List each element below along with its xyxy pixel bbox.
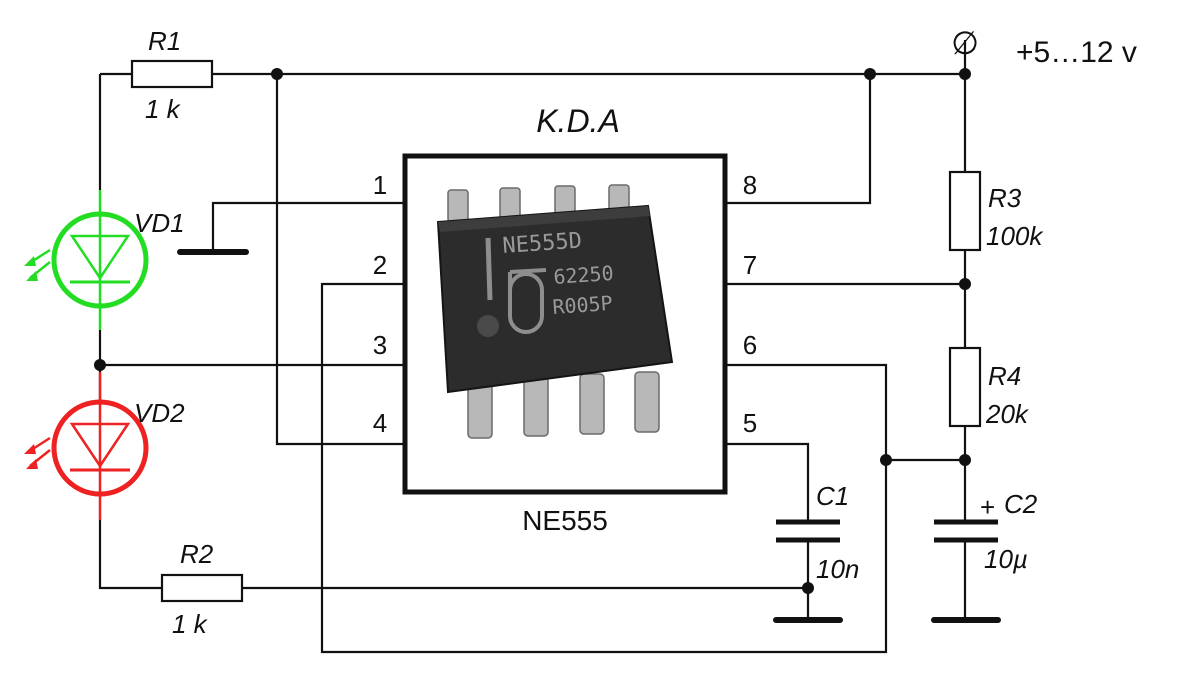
- wire-left-bottom: [98, 520, 162, 590]
- resistor-r3: R3 100k: [948, 170, 1044, 252]
- chip-lead: [523, 375, 549, 437]
- chip-lead: [579, 373, 605, 435]
- pin-7-label: 7: [743, 250, 757, 280]
- led-vd1-ray-2-arrow: [26, 271, 38, 281]
- led-vd2-body: [51, 399, 149, 497]
- wire-pin8: [725, 74, 872, 205]
- resistor-r2-name: R2: [180, 539, 214, 569]
- capacitor-c1: C1 10n: [776, 481, 859, 584]
- junction-dot: [880, 454, 892, 466]
- page-title: K.D.A: [536, 103, 620, 139]
- led-vd2-triangle: [69, 422, 131, 469]
- resistor-r1: R1 1 k: [130, 26, 214, 124]
- ic-label: NE555: [522, 505, 608, 536]
- resistor-r4-name: R4: [988, 361, 1021, 391]
- led-vd2: VD2: [24, 372, 185, 520]
- resistor-r4-value: 20k: [985, 399, 1030, 429]
- led-vd1-ray-1-arrow: [24, 256, 36, 266]
- resistor-r1-body: [130, 59, 214, 89]
- led-vd2-name: VD2: [134, 398, 185, 428]
- capacitor-c2-name: C2: [1004, 489, 1038, 519]
- junction-dot: [959, 278, 971, 290]
- supply-terminal: ∅ +5…12 v: [951, 25, 1137, 69]
- resistor-r3-name: R3: [988, 183, 1022, 213]
- chip-marking-3: R005P: [552, 291, 614, 319]
- junction-dot: [802, 582, 814, 594]
- resistor-r4: R4 20k: [948, 346, 1030, 429]
- wire-pin6: [725, 363, 888, 460]
- wire-pin4: [275, 74, 405, 446]
- wire-pin2: [320, 282, 888, 654]
- pin-2-label: 2: [373, 250, 387, 280]
- capacitor-c1-name: C1: [816, 481, 849, 511]
- junction-dot: [959, 68, 971, 80]
- resistor-r4-body: [948, 346, 982, 428]
- chip-body-edge: [438, 206, 650, 232]
- resistor-r3-body: [948, 170, 982, 252]
- chip-marking-bar: [485, 237, 493, 301]
- resistor-r3-value: 100k: [986, 221, 1044, 251]
- chip-pin1-dimple: [477, 315, 499, 337]
- resistor-r2: R2 1 k: [160, 539, 244, 639]
- pin-5-label: 5: [743, 408, 757, 438]
- wire-pin1: [211, 201, 405, 252]
- pin-6-label: 6: [743, 330, 757, 360]
- chip-body: [436, 204, 674, 394]
- chip-marking-2: 62250: [553, 261, 615, 289]
- pin-8-label: 8: [743, 170, 757, 200]
- pin-3-label: 3: [373, 330, 387, 360]
- junction-dot: [94, 359, 106, 371]
- led-vd1: VD1: [24, 190, 185, 330]
- resistor-r1-value: 1 k: [145, 94, 182, 124]
- pin-4-label: 4: [373, 408, 387, 438]
- led-vd2-ray-2-arrow: [26, 459, 38, 469]
- capacitor-c2: + C2 10µ: [934, 489, 1038, 574]
- chip-logo: [508, 268, 547, 334]
- junction-dot: [959, 454, 971, 466]
- wires: [98, 40, 967, 654]
- chip-marking-1: NE555D: [502, 229, 583, 259]
- supply-voltage-label: +5…12 v: [1016, 36, 1137, 69]
- wire-pin5: [725, 442, 810, 522]
- resistor-r1-name: R1: [148, 26, 181, 56]
- supply-symbol: ∅: [951, 25, 979, 61]
- led-vd2-ray-1-arrow: [24, 444, 36, 454]
- junction-dot: [864, 68, 876, 80]
- chip-lead: [447, 189, 469, 223]
- capacitor-c1-value: 10n: [816, 554, 859, 584]
- led-vd1-name: VD1: [134, 208, 185, 238]
- ic-ne555: NE555D 62250 R005P 1 2 3 4 5 6 7 8 NE555: [373, 153, 757, 536]
- junction-dot: [271, 68, 283, 80]
- pin-1-label: 1: [373, 170, 387, 200]
- led-vd1-triangle: [69, 234, 131, 281]
- resistor-r2-body: [160, 573, 244, 603]
- junctions: [94, 68, 971, 594]
- capacitor-c2-polarity: +: [980, 492, 995, 522]
- chip-lead: [634, 371, 660, 433]
- capacitor-c2-value: 10µ: [984, 544, 1028, 574]
- ic-chip-image: NE555D 62250 R005P: [436, 184, 674, 439]
- resistor-r2-value: 1 k: [172, 609, 209, 639]
- led-vd1-body: [51, 211, 149, 309]
